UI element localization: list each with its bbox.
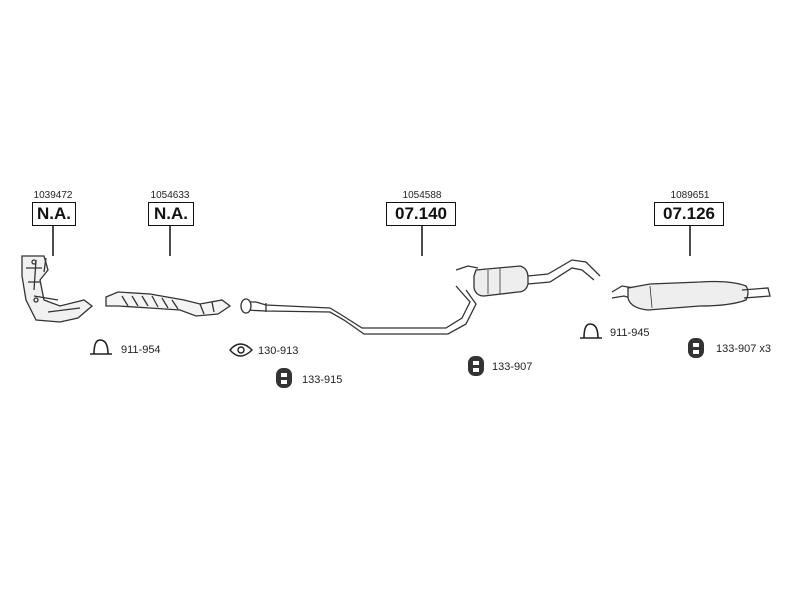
part-ref-3: 1054588 <box>402 190 442 201</box>
rear-silencer <box>611 280 771 311</box>
rubber-mount-icon <box>276 368 292 388</box>
rubber-mount-icon <box>468 356 484 376</box>
gasket-icon <box>229 343 253 357</box>
center-muffler <box>455 259 601 297</box>
part-code-2[interactable]: N.A. <box>148 202 194 226</box>
part-ref-4: 1089651 <box>670 190 710 201</box>
part-ref-2: 1054633 <box>150 190 190 201</box>
accessory-label[interactable]: 133-915 <box>302 374 343 386</box>
accessory-label[interactable]: 133-907 <box>492 361 533 373</box>
accessory-label[interactable]: 130-913 <box>258 345 299 357</box>
accessory-label[interactable]: 911-945 <box>610 327 650 339</box>
part-code-1[interactable]: N.A. <box>32 202 76 226</box>
part-code-4[interactable]: 07.126 <box>654 202 724 226</box>
front-pipe <box>105 291 232 317</box>
exhaust-manifold <box>21 255 94 323</box>
accessory-label[interactable]: 133-907 x3 <box>716 343 772 355</box>
part-ref-1: 1039472 <box>33 190 73 201</box>
middle-pipe <box>240 285 477 335</box>
part-code-3[interactable]: 07.140 <box>386 202 456 226</box>
clamp-icon <box>580 323 602 339</box>
accessory-label[interactable]: 911-954 <box>121 344 161 356</box>
rubber-mount-icon <box>688 338 704 358</box>
clamp-icon <box>90 339 112 355</box>
